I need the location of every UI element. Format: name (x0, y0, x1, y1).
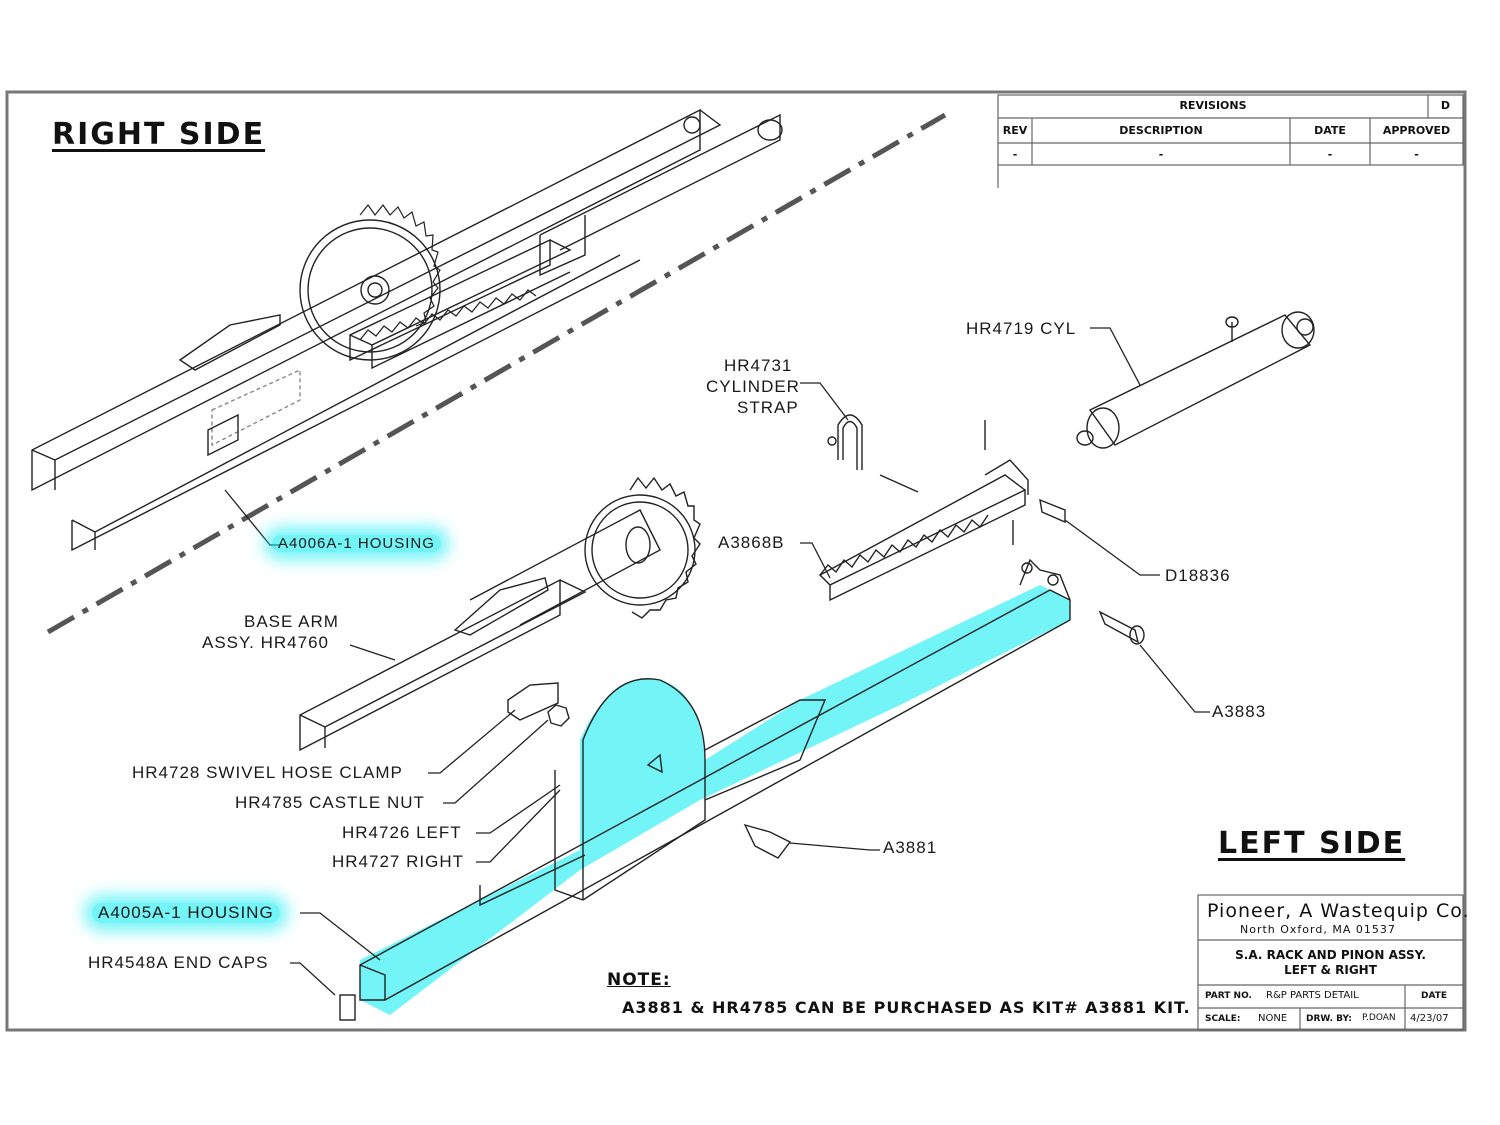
callout-hr4548a: HR4548A END CAPS (88, 953, 269, 972)
description-cell: - (1158, 148, 1164, 161)
drawn-by-label: DRW. BY: (1306, 1014, 1352, 1024)
rev-cell: - (1012, 148, 1018, 161)
drawing-border (5, 90, 1467, 1032)
callout-a3883: A3883 (1212, 702, 1267, 721)
housing-highlight (360, 585, 1070, 1015)
callout-hr4731-line3: STRAP (737, 398, 799, 417)
title-block-lines (1197, 894, 1464, 1031)
callout-a4005a-housing: A4005A-1 HOUSING (92, 903, 280, 923)
right-side-assembly (31, 108, 783, 552)
hose-clamp-drawing (507, 682, 570, 727)
callout-hr4719-cyl: HR4719 CYL (966, 319, 1077, 338)
note-heading: NOTE: (607, 970, 671, 990)
callout-hr4731-line2: CYLINDER (706, 377, 800, 396)
callout-hr4726: HR4726 LEFT (342, 823, 462, 842)
cylinder-drawing (1076, 311, 1315, 449)
approved-cell: - (1414, 148, 1419, 161)
scale-value: NONE (1258, 1013, 1288, 1024)
base-arm-drawing (299, 476, 701, 752)
rev-col-header: REV (1002, 124, 1028, 137)
right-side-title: RIGHT SIDE (52, 117, 266, 152)
description-col-header: DESCRIPTION (1119, 124, 1203, 137)
callout-a3868b: A3868B (718, 533, 785, 552)
right-rack-teeth (359, 289, 537, 341)
section-centerline (46, 112, 947, 635)
date-value: 4/23/07 (1410, 1013, 1449, 1024)
callout-base-arm-line2: ASSY. HR4760 (202, 633, 329, 652)
revisions-heading: REVISIONS (1179, 99, 1247, 112)
left-housing-drawing (339, 558, 1071, 1021)
rack-drawing (818, 459, 1029, 602)
date-col-header: DATE (1314, 124, 1346, 137)
left-side-title: LEFT SIDE (1218, 826, 1406, 861)
date-cell: - (1327, 148, 1333, 161)
sheet-letter: D (1440, 99, 1451, 112)
callout-a3881: A3881 (883, 838, 938, 857)
pin-drawings (743, 420, 1145, 859)
revisions-table-lines (997, 94, 1464, 188)
strap-drawing (827, 414, 919, 493)
callout-a4006a-housing: A4006A-1 HOUSING (272, 535, 441, 552)
drawing-title-line2: LEFT & RIGHT (1284, 963, 1377, 977)
callout-hr4731-line1: HR4731 (724, 356, 793, 375)
leader-lines (224, 327, 1210, 996)
callout-hr4785: HR4785 CASTLE NUT (235, 793, 425, 812)
callout-hr4727: HR4727 RIGHT (332, 852, 464, 871)
part-no-label: PART NO. (1205, 991, 1252, 1001)
drawn-by-value: P.DOAN (1362, 1013, 1396, 1023)
note-text: A3881 & HR4785 CAN BE PURCHASED AS KIT# … (622, 998, 1191, 1017)
scale-label: SCALE: (1205, 1014, 1241, 1024)
date-label: DATE (1420, 991, 1448, 1001)
callout-hr4728: HR4728 SWIVEL HOSE CLAMP (132, 763, 403, 782)
approved-col-header: APPROVED (1382, 124, 1451, 137)
right-gear-teeth (359, 203, 441, 327)
callout-d18836: D18836 (1165, 566, 1231, 585)
company-name: Pioneer, A Wastequip Co. (1207, 900, 1470, 922)
part-no-value: R&P PARTS DETAIL (1266, 990, 1359, 1001)
drawing-title-line1: S.A. RACK AND PINON ASSY. (1235, 948, 1426, 962)
company-address: North Oxford, MA 01537 (1240, 923, 1396, 936)
callout-base-arm-line1: BASE ARM (244, 612, 339, 631)
